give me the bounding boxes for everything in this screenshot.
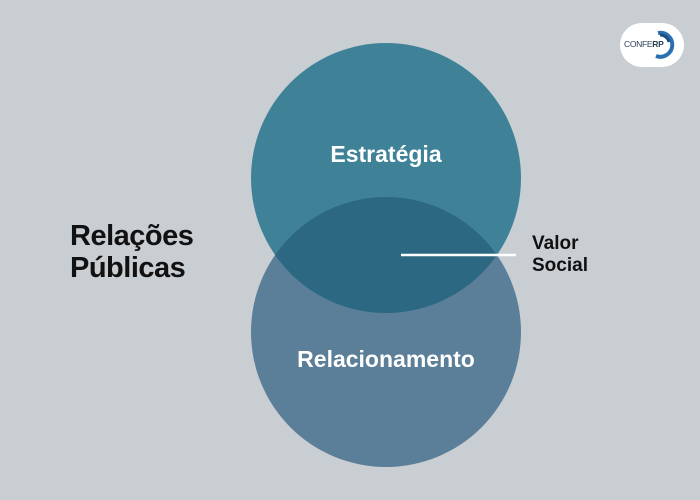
side-title-line1: Relações [70,220,194,252]
circle-label-relacionamento: Relacionamento [297,346,475,372]
callout-line2: Social [532,255,588,276]
callout-label: Valor Social [532,233,588,277]
side-title: Relações Públicas [70,220,194,284]
logo-text-regular: CONFE [624,39,653,49]
logo-text: CONFERP [624,39,664,49]
circle-label-estrategia: Estratégia [330,141,441,167]
logo-text-bold: RP [652,39,664,49]
circle-overlap [251,197,521,313]
callout-line1: Valor [532,233,579,254]
conferp-logo: CONFERP [620,23,684,67]
logo-ring-icon [655,30,675,59]
side-title-line2: Públicas [70,252,186,284]
